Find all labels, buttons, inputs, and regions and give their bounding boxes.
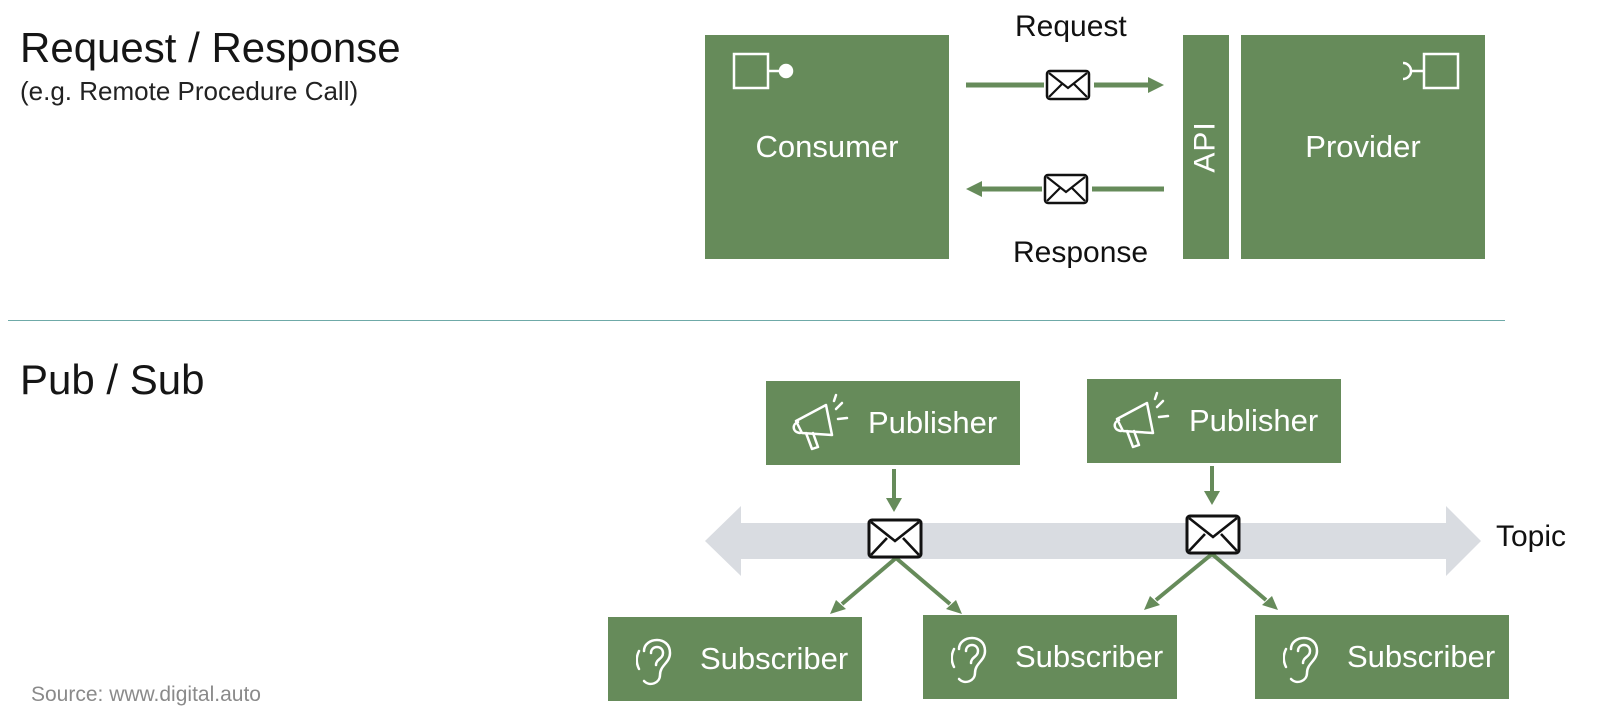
publish-arrow-1 (886, 469, 902, 512)
request-label: Request (1015, 10, 1127, 43)
publisher-box-1: Publisher (766, 381, 1020, 465)
provider-label: Provider (1305, 129, 1421, 164)
subscribe-arrow-1b (894, 556, 962, 614)
envelope-icon (1045, 69, 1091, 101)
request-arrow (966, 77, 1164, 93)
subscriber-box-2: Subscriber (923, 615, 1177, 699)
topic-bar (705, 506, 1481, 576)
subscribe-arrow-2b (1210, 552, 1278, 610)
topic-label: Topic (1496, 520, 1567, 553)
megaphone-icon (1111, 391, 1175, 451)
consumer-label: Consumer (755, 129, 899, 164)
api-box: API (1183, 35, 1229, 259)
subscriber-box-1: Subscriber (608, 617, 862, 701)
ear-icon (950, 627, 991, 687)
publish-arrow-2 (1204, 466, 1220, 505)
consumer-box: Consumer (705, 35, 949, 259)
required-interface-icon (732, 52, 794, 90)
subscriber-label-3: Subscriber (1347, 639, 1496, 674)
provided-interface-icon (1402, 52, 1460, 90)
publisher-box-2: Publisher (1087, 379, 1341, 463)
envelope-icon (1043, 173, 1089, 205)
envelope-icon (867, 518, 923, 559)
envelope-icon (1185, 514, 1241, 555)
provider-box: Provider (1241, 35, 1485, 259)
ear-icon (635, 629, 676, 689)
subscribe-arrow-1a (830, 556, 898, 614)
publisher-label-2: Publisher (1189, 403, 1319, 438)
subscribe-arrow-2a (1144, 552, 1214, 610)
ear-icon (1282, 627, 1323, 687)
pub-sub-title: Pub / Sub (20, 356, 205, 403)
subscriber-box-3: Subscriber (1255, 615, 1509, 699)
section-divider (8, 320, 1505, 321)
subscriber-label-2: Subscriber (1015, 639, 1164, 674)
request-response-subtitle: (e.g. Remote Procedure Call) (20, 76, 359, 106)
response-label: Response (1013, 236, 1149, 269)
publisher-label-1: Publisher (868, 405, 998, 440)
request-response-title: Request / Response (20, 24, 401, 71)
source-note: Source: www.digital.auto (31, 683, 261, 706)
subscriber-label-1: Subscriber (700, 641, 849, 676)
response-arrow (966, 181, 1164, 197)
megaphone-icon (790, 393, 854, 453)
